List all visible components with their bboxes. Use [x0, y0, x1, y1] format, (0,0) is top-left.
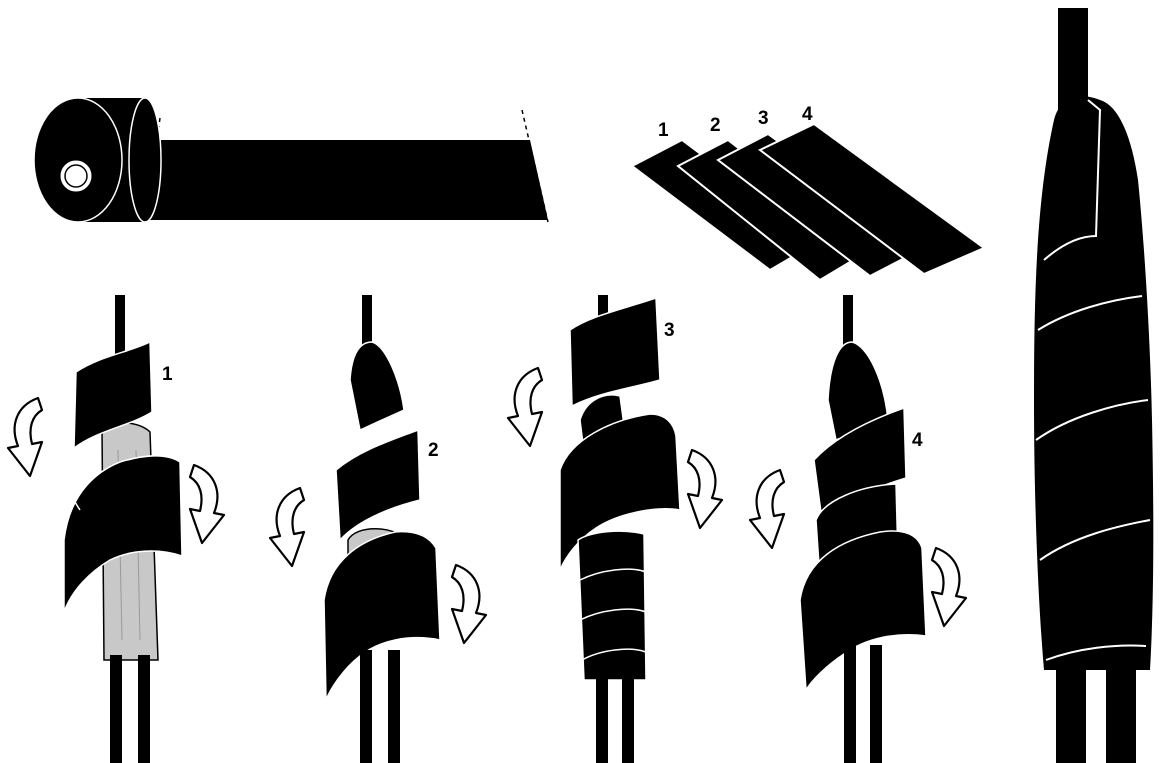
strip-label-1: 1	[658, 120, 669, 141]
rotate-arrow-icon	[750, 470, 784, 548]
strip-label-4: 4	[802, 104, 813, 125]
rotate-arrow-icon	[270, 488, 304, 566]
rotate-arrow-icon	[8, 398, 42, 476]
rotate-arrow-icon	[932, 548, 966, 626]
step-label-1: 1	[162, 364, 173, 385]
wrap-step-1: 1	[8, 295, 224, 763]
wrap-step-3: 3	[508, 295, 722, 763]
step-label-3: 3	[664, 320, 675, 341]
cut-strips: 1 2 3 4	[632, 104, 984, 280]
rotate-arrow-icon	[452, 565, 486, 643]
step-label-4: 4	[912, 430, 923, 451]
finished-wrap	[1034, 8, 1153, 763]
wrap-step-4: 4	[750, 295, 966, 763]
strip-label-3: 3	[758, 108, 769, 129]
rotate-arrow-icon	[688, 450, 722, 528]
rotate-arrow-icon	[190, 465, 224, 543]
wrap-step-2: 2	[270, 295, 486, 763]
tape-roll	[34, 98, 548, 222]
rotate-arrow-icon	[508, 368, 542, 446]
strip-label-2: 2	[710, 115, 721, 136]
step-label-2: 2	[428, 440, 439, 461]
tape-strip	[118, 140, 548, 220]
